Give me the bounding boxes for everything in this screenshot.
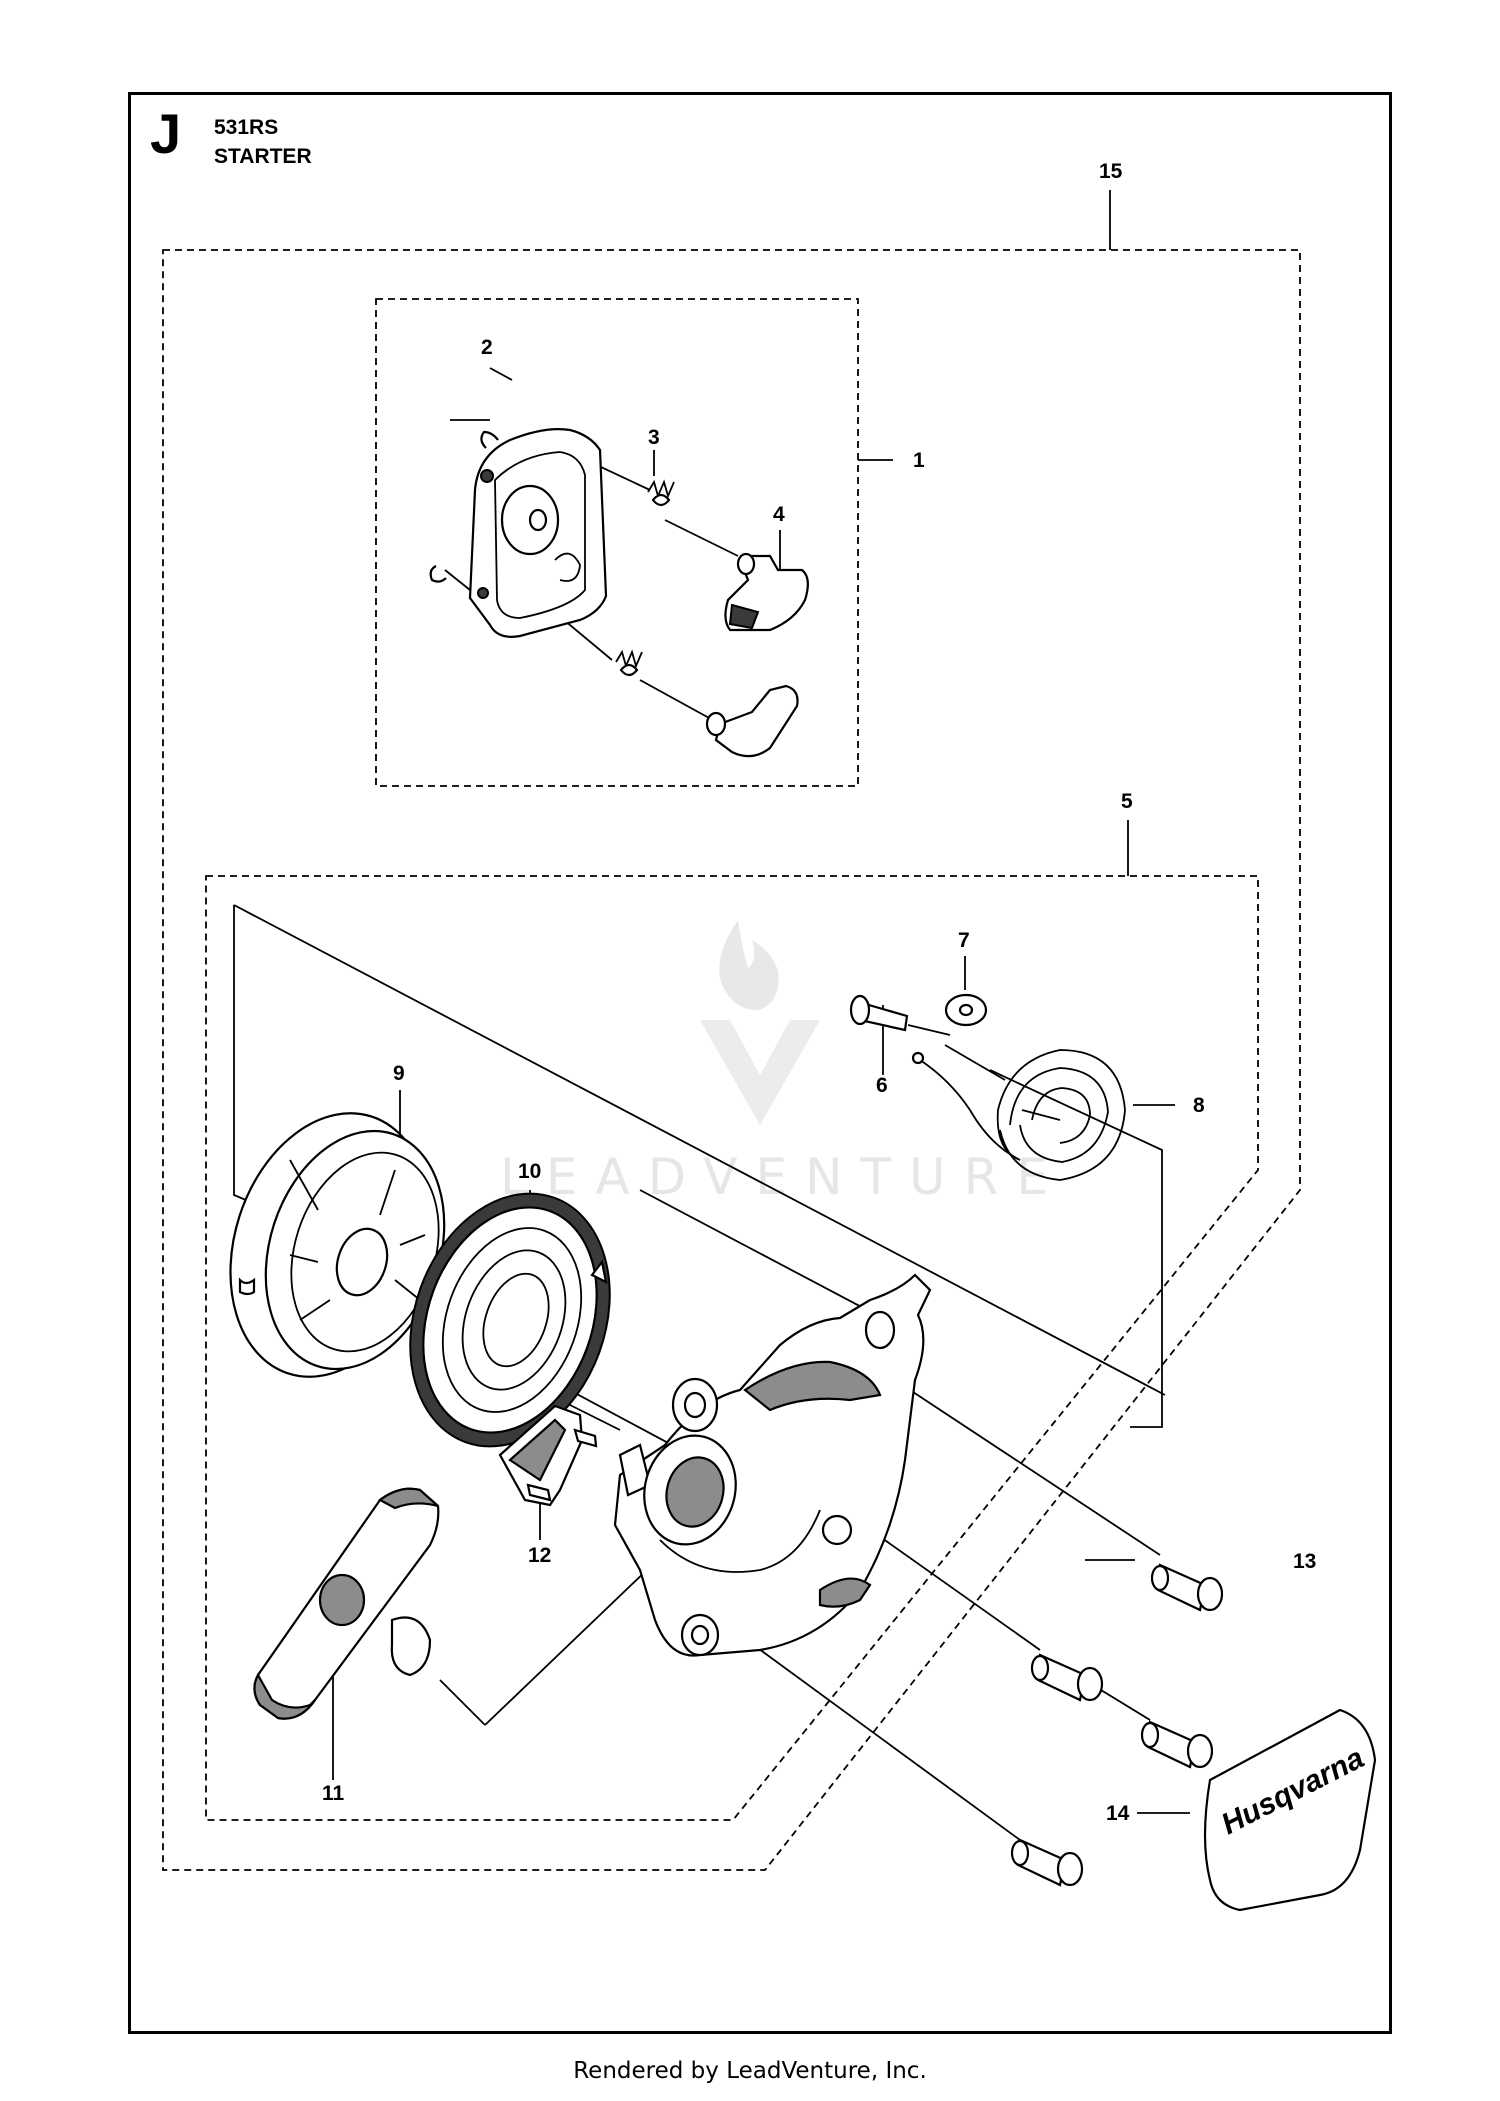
callout-5: 5 [1121, 790, 1133, 813]
callout-8: 8 [1193, 1094, 1205, 1117]
group-box-15 [162, 249, 1301, 1871]
callout-15: 15 [1099, 160, 1123, 183]
part-12-pawl-guide [498, 1404, 598, 1507]
callout-10: 10 [518, 1160, 541, 1183]
watermark-text: LEADVENTURE [500, 1148, 1066, 1206]
callout-12: 12 [528, 1544, 551, 1567]
callout-7: 7 [958, 929, 970, 952]
model-label: 531RS [214, 116, 279, 139]
part-8-spring [911, 1049, 1126, 1181]
screw-cover-2 [1030, 1653, 1104, 1702]
callout-numbers: 15 2 3 1 4 5 7 6 8 9 10 12 13 11 14 [322, 160, 1316, 1825]
part-14-decal: Husqvarna [1203, 1708, 1377, 1912]
callout-3: 3 [648, 426, 660, 449]
diagram-frame [128, 92, 1392, 2034]
group-box-5 [205, 875, 1259, 1821]
starter-cover [613, 1273, 932, 1657]
callout-2: 2 [481, 336, 493, 359]
part-13-screw [1150, 1563, 1224, 1612]
part-7-washer [944, 993, 988, 1027]
part-1-pawl-housing [429, 428, 809, 758]
part-6-screw [849, 994, 909, 1032]
section-title: STARTER [214, 145, 312, 168]
part-10-recoil-spring [409, 1192, 611, 1448]
part-11-starter-handle [253, 1487, 440, 1720]
footer-credit: Rendered by LeadVenture, Inc. [573, 2058, 927, 2084]
screw-cover-3 [1140, 1720, 1214, 1769]
group-box-1 [375, 298, 859, 787]
callout-13: 13 [1293, 1550, 1316, 1573]
screw-cover-4 [1010, 1838, 1084, 1887]
callout-1: 1 [913, 449, 925, 472]
callout-14: 14 [1106, 1802, 1130, 1825]
callout-9: 9 [393, 1062, 405, 1085]
callout-6: 6 [876, 1074, 888, 1097]
part-9-rope-pulley [229, 1112, 446, 1378]
callout-4: 4 [773, 503, 785, 526]
section-letter: J [150, 102, 182, 165]
watermark: LEADVENTURE [500, 920, 1066, 1206]
callout-11: 11 [322, 1782, 345, 1805]
